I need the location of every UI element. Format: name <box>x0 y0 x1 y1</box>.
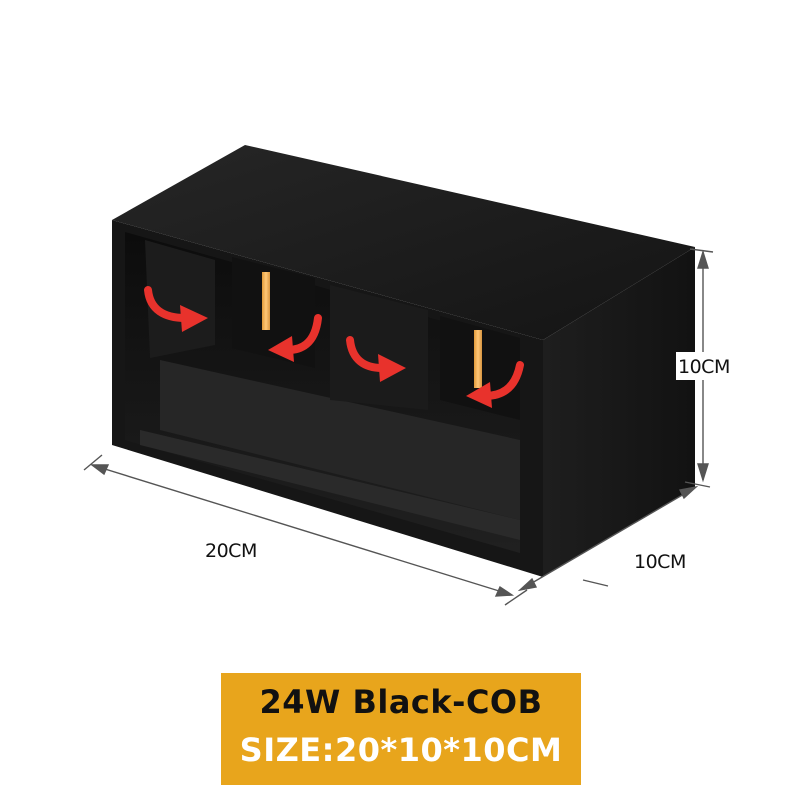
led-strip-1 <box>262 272 270 330</box>
lamp-side-face <box>543 247 695 577</box>
product-size: SIZE:20*10*10CM <box>239 731 563 769</box>
product-name: 24W Black-COB <box>259 683 543 721</box>
depth-dimension-label: 10CM <box>634 551 686 573</box>
arrow-icon <box>346 336 386 372</box>
arrow-icon <box>144 286 189 322</box>
product-info-banner: 24W Black-COB SIZE:20*10*10CM <box>221 673 581 785</box>
height-dimension-label: 10CM <box>678 356 730 378</box>
width-dimension-label: 20CM <box>205 540 257 562</box>
led-strip-2 <box>474 330 482 388</box>
lamp-top-face <box>112 145 695 340</box>
